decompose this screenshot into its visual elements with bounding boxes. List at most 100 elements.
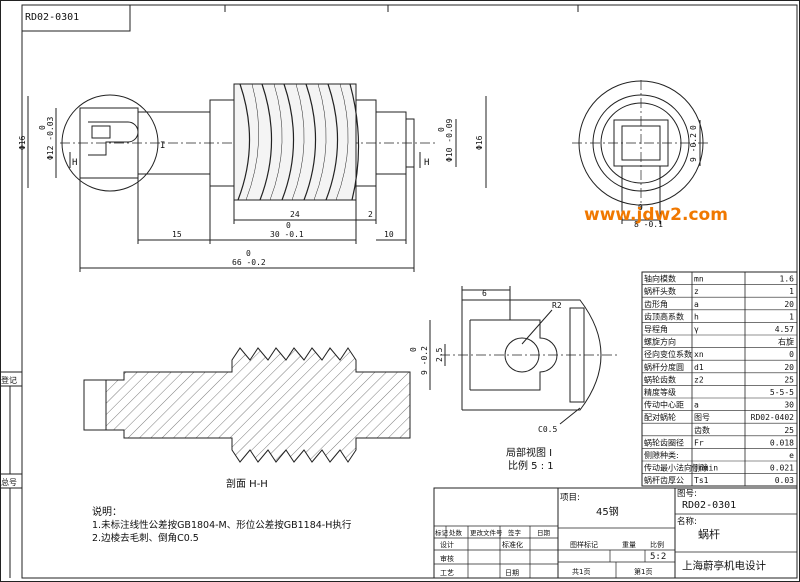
dim-end-zero-a: 0 (689, 125, 698, 130)
param-value: RD02-0402 (751, 413, 795, 422)
left-margin: 登记 总号 (0, 371, 22, 578)
part-name: 蜗杆 (698, 527, 720, 541)
detail-scale: 比例 5 : 1 (508, 459, 554, 472)
dim-main-phi12: Φ12 -0.03 (46, 116, 55, 160)
param-symbol: 齿数 (694, 425, 710, 435)
dim-main-zero-c: 0 (246, 249, 251, 258)
view-letter-i: I (160, 141, 165, 151)
dim-main-phi10: Φ10 -0.09 (445, 118, 454, 162)
detail-title: 局部视图 I (506, 446, 552, 459)
dim-detail-zero: 0 (409, 347, 418, 352)
sheet-no: 第1页 (634, 567, 652, 576)
scale-label: 比例 (650, 540, 664, 549)
dim-main-phi16-right: Φ16 (475, 135, 484, 150)
dim-main-zero-b: 0 (286, 221, 291, 230)
section-title: 剖面 H-H (226, 477, 268, 490)
param-name: 轴向模数 (644, 274, 676, 284)
notes-heading: 说明： (92, 505, 122, 518)
end-view (572, 80, 710, 224)
dim-main-zero-d: 0 (437, 127, 446, 132)
rev-h-sign: 签字 (508, 528, 522, 537)
param-value: 4.57 (775, 325, 794, 334)
title-block (433, 487, 798, 579)
param-value: 20 (784, 363, 794, 372)
craft-label: 工艺 (440, 569, 454, 577)
drawing-code: RD02-0301 (25, 12, 79, 23)
param-name: 齿顶高系数 (644, 311, 684, 321)
dim-detail-c0-5: C0.5 (538, 425, 557, 434)
param-value: 右旋 (778, 337, 794, 347)
company: 上海蔚亭机电设计 (682, 559, 766, 572)
standardize-label: 标准化 (502, 540, 523, 549)
param-name: 导程角 (644, 324, 668, 334)
dim-main-10: 10 (384, 230, 394, 239)
param-value: 0 (789, 350, 794, 359)
param-symbol: h (694, 312, 699, 321)
param-name: 蜗杆齿厚公 (644, 475, 684, 485)
param-value: 1.6 (780, 275, 795, 284)
param-value: 0.018 (770, 438, 794, 447)
param-symbol: mn (694, 275, 704, 284)
param-symbol: 图号 (694, 413, 710, 422)
param-name: 蜗轮齿圈径 (644, 437, 684, 447)
weight-label: 重量 (622, 541, 636, 549)
dim-main-66: 66 -0.2 (232, 258, 266, 267)
dim-main-2: 2 (368, 210, 373, 219)
param-symbol: z (694, 287, 699, 296)
param-name: 传动最小法向侧隙 (644, 463, 708, 473)
dim-end-8: 8 -0.1 (634, 220, 663, 229)
rev-h-count: 处数 (449, 528, 463, 537)
param-value: 25 (784, 426, 794, 435)
detail-view-dims: 6 R2 0 9 -0.2 2.5 C0.5 (409, 289, 562, 434)
param-name: 径向变位系数 (644, 349, 692, 359)
dim-detail-6: 6 (482, 289, 487, 298)
rev-h-doc: 更改文件号 (470, 528, 503, 537)
review-label: 审核 (440, 554, 454, 563)
param-value: 30 (784, 401, 794, 410)
drawing-no: RD02-0301 (682, 500, 736, 511)
param-value: 1 (789, 287, 794, 296)
param-name: 精度等级 (644, 387, 676, 397)
param-value: 0.03 (775, 476, 794, 485)
main-view-dims: Φ16 Φ12 -0.03 0 24 2 15 0 30 -0.1 10 0 6… (18, 116, 484, 267)
watermark: www.jdw2.com (584, 205, 728, 225)
detail-view (429, 286, 620, 425)
param-symbol: γ (694, 325, 699, 334)
end-view-dims: 0 9 -0.2 0 8 -0.1 (634, 125, 698, 229)
rev-h-mark: 标记 (435, 528, 449, 537)
section-letter-h-left: H (72, 158, 77, 168)
dim-main-phi16-left: Φ16 (18, 135, 27, 150)
title-block-text: 项目: 45钢 图号: RD02-0301 名称: 蜗杆 上海蔚亭机电设计 标记… (435, 489, 766, 577)
param-symbol: a (694, 300, 699, 309)
code-box (21, 4, 131, 32)
project-label: 项目: (560, 493, 580, 503)
dim-detail-2-5: 2.5 (435, 347, 444, 362)
dim-main-zero-a: 0 (38, 125, 47, 130)
dim-end-9: 9 -0.2 (689, 133, 698, 162)
param-value: 5-5-5 (770, 388, 794, 397)
margin-label-total: 总号 (1, 477, 17, 487)
stage-mark-label: 图样标记 (570, 540, 598, 549)
param-value: 25 (784, 375, 794, 384)
drawing-no-label: 图号: (677, 489, 697, 499)
param-name: 蜗轮齿数 (644, 374, 676, 384)
margin-label-register: 登记 (1, 375, 17, 385)
date-label: 日期 (505, 569, 519, 577)
design-label: 设计 (440, 540, 454, 549)
notes-line-2: 2.边棱去毛刺、倒角C0.5 (92, 532, 199, 544)
param-name: 传动中心距 (644, 400, 684, 410)
param-symbol: Ts1 (694, 476, 709, 485)
rev-h-date: 日期 (537, 529, 551, 537)
section-letter-h-right: H (424, 158, 429, 168)
material: 45钢 (596, 505, 619, 518)
param-symbol: Fr (694, 438, 704, 447)
param-value: 20 (784, 300, 794, 309)
notes-line-1: 1.未标注线性公差按GB1804-M、形位公差按GB1184-H执行 (92, 519, 352, 531)
total-sheets: 共1页 (572, 567, 590, 576)
param-value: e (789, 451, 794, 460)
dim-detail-r2: R2 (552, 301, 562, 310)
param-name: 蜗杆分度圆 (644, 362, 684, 372)
param-value: 0.021 (770, 464, 794, 473)
param-name: 侧隙种类: (644, 450, 679, 460)
